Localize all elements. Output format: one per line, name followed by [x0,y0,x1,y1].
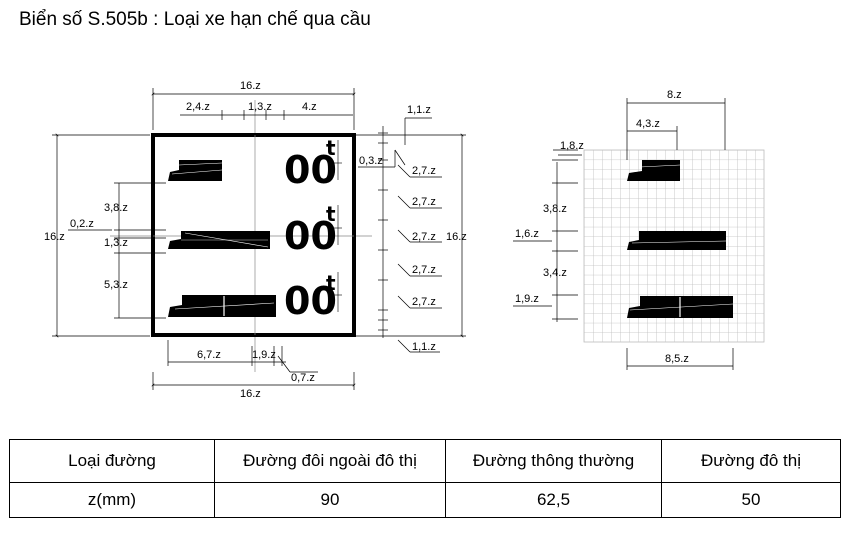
truck-icon [627,160,681,181]
dim-label: 0,3.z [359,155,383,167]
table-header-cell: Đường thông thường [445,439,662,483]
table-header-cell: Đường đô thị [661,439,841,483]
truck-icon [168,160,223,181]
truck-icon [168,231,270,249]
dim-label: 2,7.z [412,196,436,208]
dim-label: 16.z [44,231,65,243]
dim-label: 2,7.z [412,165,436,177]
dim-label: 1,3.z [248,101,272,113]
dim-label: 3,8.z [104,202,128,214]
unit-label: t [326,271,336,295]
dim-label: 16.z [240,80,261,92]
truck-icon [627,296,734,318]
table-header-cell: Đường đôi ngoài đô thị [214,439,446,483]
dim-label: 0,2.z [70,218,94,230]
dim-label: 4.z [302,101,317,113]
unit-label: t [326,136,336,160]
dim-label: 3,4.z [543,267,567,279]
dim-label: 1,6.z [515,228,539,240]
sign-front-view: 00 00 00 t t t 16.z 2,4.z 1,3.z 4.z [44,80,467,400]
dim-label: 1,1.z [412,341,436,353]
dim-label: 5,3.z [104,279,128,291]
dim-label: 16.z [446,231,467,243]
dim-label: 1,9.z [252,349,276,361]
table-row: z(mm) 90 62,5 50 [9,482,841,518]
table-header-cell: Loại đường [9,439,215,483]
dim-label: 2,7.z [412,231,436,243]
truck-grid-view: 8.z 4,3.z 1,8.z 3,8.z 1,6.z 3,4.z 1,9.z … [513,89,765,370]
dim-label: 16.z [240,388,261,400]
dim-label: 8,5.z [665,353,689,365]
unit-label: t [326,202,336,226]
truck-icon [168,295,276,317]
dim-label: 4,3.z [636,118,660,130]
weight-value: 00 [284,279,337,323]
dim-label: 1,1.z [407,104,431,116]
sign-diagram: 00 00 00 t t t 16.z 2,4.z 1,3.z 4.z [44,80,765,400]
dim-label: 2,7.z [412,264,436,276]
table-cell: 90 [214,482,446,518]
page-title: Biển số S.505b : Loại xe hạn chế qua cầu [19,9,371,30]
dim-label: 8.z [667,89,682,101]
dim-label: 1,8.z [560,140,584,152]
dim-label: 1,3.z [104,237,128,249]
dim-label: 6,7.z [197,349,221,361]
dim-label: 2,4.z [186,101,210,113]
table-cell: 62,5 [445,482,662,518]
dim-label: 3,8.z [543,203,567,215]
dim-label: 1,9.z [515,293,539,305]
table-header-row: Loại đường Đường đôi ngoài đô thị Đường … [9,439,841,483]
weight-value: 00 [284,148,337,192]
dim-label: 2,7.z [412,296,436,308]
spec-table: Loại đường Đường đôi ngoài đô thị Đường … [9,439,841,518]
weight-value: 00 [284,214,337,258]
table-cell: 50 [661,482,841,518]
table-cell: z(mm) [9,482,215,518]
dim-label: 0,7.z [291,372,315,384]
truck-icon [627,231,727,250]
